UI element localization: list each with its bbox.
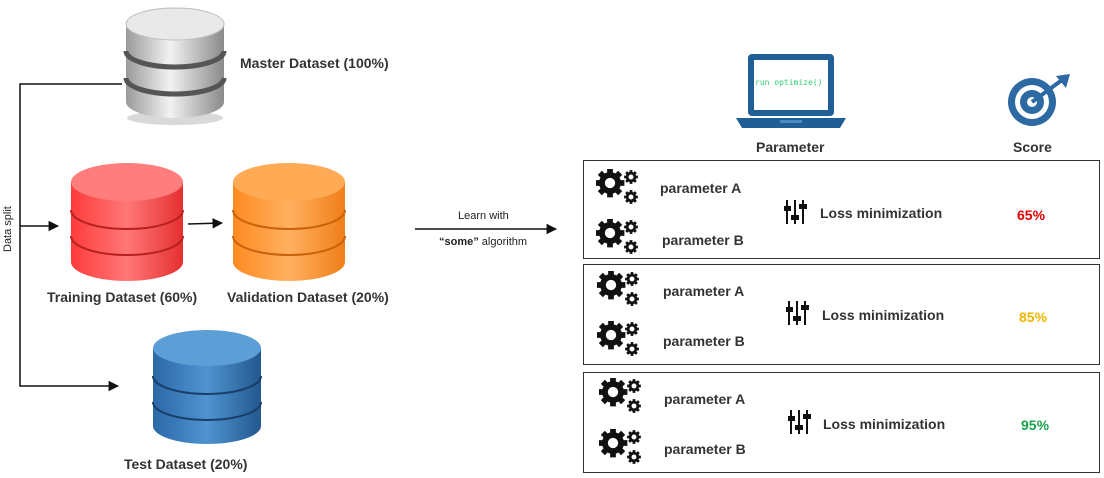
training-dataset-label: Training Dataset (60%) [47,289,198,305]
loss-minimization-label: Loss minimization [823,416,946,432]
result-row-1 [583,160,1100,259]
gears-icon [599,378,647,418]
validation-dataset-label: Validation Dataset (20%) [227,289,389,305]
sliders-icon [784,200,807,225]
score-value: 65% [1017,207,1046,223]
parameter-b-label: parameter B [664,441,746,457]
algorithm-label: “some” algorithm [439,236,528,248]
loss-minimization-label: Loss minimization [822,307,945,323]
sliders-icon [786,301,809,326]
gears-icon [596,219,644,259]
split-line [19,83,122,392]
parameter-a-label: parameter A [664,391,746,407]
data-split-label: Data split [2,206,14,252]
result-row-2 [583,264,1100,365]
score-value: 95% [1021,417,1050,433]
sliders-icon [788,410,811,435]
to-validation-arrow [187,218,224,229]
target-icon [1008,74,1070,126]
gears-icon [599,429,647,469]
learn-with-label: Learn with [458,210,509,222]
gears-icon [597,321,645,361]
master-dataset-label: Master Dataset (100%) [240,55,389,71]
gears-icon [597,271,645,311]
score-header: Score [1013,139,1052,155]
parameter-a-label: parameter A [660,180,742,196]
parameter-a-label: parameter A [663,283,745,299]
result-row-3 [583,372,1100,473]
laptop-code-text: run optimize() [755,78,823,87]
loss-minimization-label: Loss minimization [820,205,943,221]
parameter-b-label: parameter B [663,333,745,349]
parameter-header: Parameter [756,139,825,155]
validation-dataset-icon [232,163,346,281]
gears-icon [596,169,644,209]
test-dataset-label: Test Dataset (20%) [124,456,248,472]
master-dataset-icon [123,7,227,125]
test-dataset-icon [152,330,262,444]
training-dataset-icon [70,163,184,281]
laptop-icon [736,54,846,128]
parameter-b-label: parameter B [662,232,744,248]
score-value: 85% [1019,309,1048,325]
